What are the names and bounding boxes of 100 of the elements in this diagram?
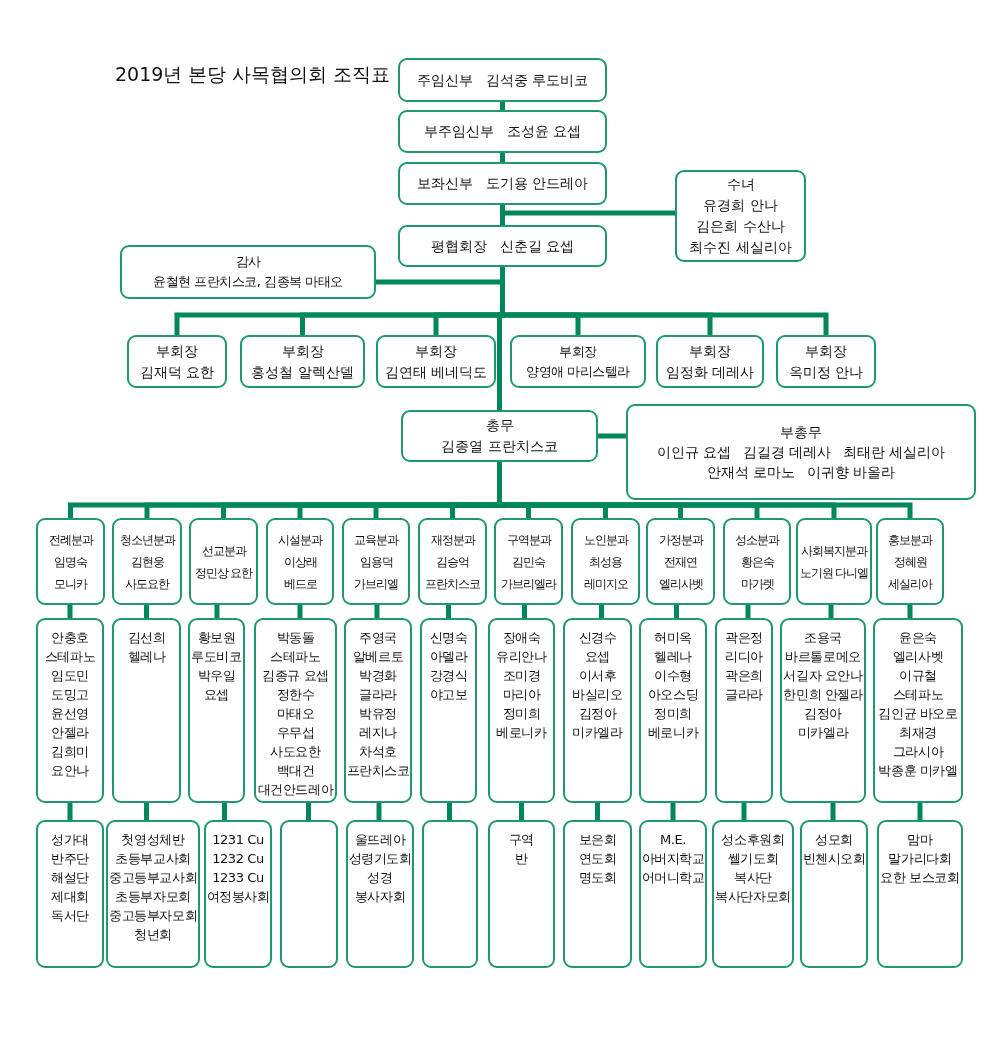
connector-line bbox=[500, 102, 505, 110]
role-title: 부회장 bbox=[281, 341, 324, 361]
group-name: 아버지학교 bbox=[641, 850, 705, 868]
org-box bbox=[204, 820, 272, 968]
group-name: 청년회 bbox=[134, 926, 172, 944]
person-name: 백대건 대건안드레아 bbox=[257, 762, 334, 799]
group-name: 어머니학교 bbox=[641, 869, 705, 887]
org-box bbox=[488, 618, 555, 803]
org-box bbox=[420, 618, 477, 803]
committee-title: 노인분과 bbox=[583, 531, 628, 549]
person-name: 양영애 마리스텔라 bbox=[526, 362, 630, 381]
role-title: 부총무 bbox=[779, 423, 823, 442]
connector-line bbox=[828, 605, 834, 618]
person-name: 이상래 베드로 bbox=[282, 553, 318, 593]
person-name: 임용덕 가브리엘 bbox=[353, 553, 399, 593]
group-name: 복사단 bbox=[734, 869, 772, 887]
org-box bbox=[344, 618, 412, 803]
org-box bbox=[626, 404, 976, 500]
empty-box bbox=[280, 820, 338, 968]
person-name: 정민상 요한 bbox=[194, 564, 253, 582]
connector-line bbox=[670, 803, 676, 820]
org-box bbox=[876, 518, 944, 605]
role-title: 부회장 bbox=[415, 341, 457, 361]
connector-line bbox=[222, 803, 227, 820]
group-name: 봉사자회 bbox=[354, 888, 406, 906]
person-name: 박유정 레지나 bbox=[358, 705, 398, 742]
org-box bbox=[266, 518, 334, 605]
committee-title: 성소분과 bbox=[735, 531, 779, 549]
person-name: 김민숙 가브리엘라 bbox=[500, 553, 558, 593]
person-name: 주영국 알베르토 bbox=[351, 629, 405, 666]
committee-title: 전례분과 bbox=[48, 531, 93, 549]
connector-line bbox=[595, 803, 600, 820]
connector-line bbox=[519, 803, 524, 820]
person-name: 김희미 요안나 bbox=[50, 743, 90, 780]
person-name: 최성용 레미지오 bbox=[582, 553, 629, 593]
org-box bbox=[639, 618, 707, 803]
person-name: 허미옥 헬레나 bbox=[653, 629, 693, 666]
person-name: 정미희 베로니카 bbox=[646, 705, 700, 742]
connector-line bbox=[522, 605, 527, 618]
org-box bbox=[639, 820, 707, 968]
org-box bbox=[494, 518, 563, 605]
connector-line bbox=[306, 803, 311, 820]
org-box bbox=[796, 518, 872, 605]
org-box bbox=[398, 110, 607, 153]
org-box bbox=[36, 518, 105, 605]
group-name: 반주단 bbox=[51, 850, 89, 868]
person-name: 이수형 아오스딩 bbox=[646, 667, 700, 704]
org-box bbox=[112, 618, 181, 803]
group-name: 여정봉사회 bbox=[206, 888, 270, 906]
org-box bbox=[376, 335, 496, 388]
connector-line bbox=[500, 205, 505, 225]
org-box bbox=[712, 820, 794, 968]
person-name: 황은숙 마가렛 bbox=[739, 553, 775, 593]
person-name: 정혜원 세실리아 bbox=[887, 553, 934, 593]
org-box bbox=[398, 162, 607, 205]
group-name: 독서단 bbox=[51, 907, 89, 925]
role-title: 부회장 bbox=[805, 341, 847, 361]
connector-line bbox=[144, 803, 149, 820]
connector-line bbox=[67, 605, 73, 618]
org-box bbox=[254, 618, 337, 803]
person-name: 강경식 야고보 bbox=[428, 667, 469, 704]
org-box bbox=[398, 58, 607, 102]
org-box bbox=[189, 518, 258, 605]
connector-line bbox=[446, 605, 451, 618]
connector-line bbox=[745, 605, 751, 618]
person-name: 안재석 로마노 bbox=[706, 463, 795, 482]
role-title: 주임신부 김석중 루도비코 bbox=[416, 70, 589, 90]
person-name: 박동돌 스테파노 bbox=[269, 629, 322, 666]
person-name: 김재덕 요한 bbox=[139, 362, 215, 382]
group-name: 요한 보스코회 bbox=[880, 869, 960, 887]
role-title: 총무 bbox=[485, 416, 514, 435]
connector-line bbox=[599, 605, 604, 618]
committee-title: 홍보분과 bbox=[888, 531, 932, 549]
committee-title: 청소년분과 bbox=[119, 531, 175, 549]
person-name: 김길경 데레사 bbox=[742, 443, 832, 462]
org-box bbox=[342, 518, 410, 605]
person-name: 김은희 수산나 bbox=[696, 217, 785, 236]
org-box bbox=[418, 518, 487, 605]
org-box bbox=[488, 820, 555, 968]
connector-line bbox=[374, 605, 380, 618]
connector-line bbox=[67, 803, 73, 820]
group-name: 1233 Cu bbox=[212, 869, 264, 887]
committee-title: 재정분과 bbox=[430, 531, 475, 549]
org-box bbox=[127, 335, 227, 388]
person-name: 홍성철 알렉산델 bbox=[251, 362, 354, 382]
person-name: 김정아 미카엘라 bbox=[796, 705, 850, 742]
group-name: 쎌기도회 bbox=[727, 850, 779, 868]
org-box bbox=[715, 618, 773, 803]
connector-line bbox=[297, 605, 303, 618]
person-name: 한민희 안젤라 bbox=[783, 686, 863, 704]
person-name: 최태란 세실리아 bbox=[843, 443, 946, 462]
group-name: 울뜨레아 bbox=[354, 831, 406, 849]
org-box bbox=[510, 335, 646, 388]
role-title: 부회장 bbox=[689, 341, 731, 361]
org-box bbox=[36, 820, 104, 968]
person-name: 옥미정 안나 bbox=[788, 362, 864, 382]
person-name: 안충호 스테파노 bbox=[43, 629, 97, 666]
connector-line bbox=[376, 803, 382, 820]
person-name: 김연태 베네딕도 bbox=[384, 362, 488, 382]
org-box bbox=[188, 618, 245, 803]
